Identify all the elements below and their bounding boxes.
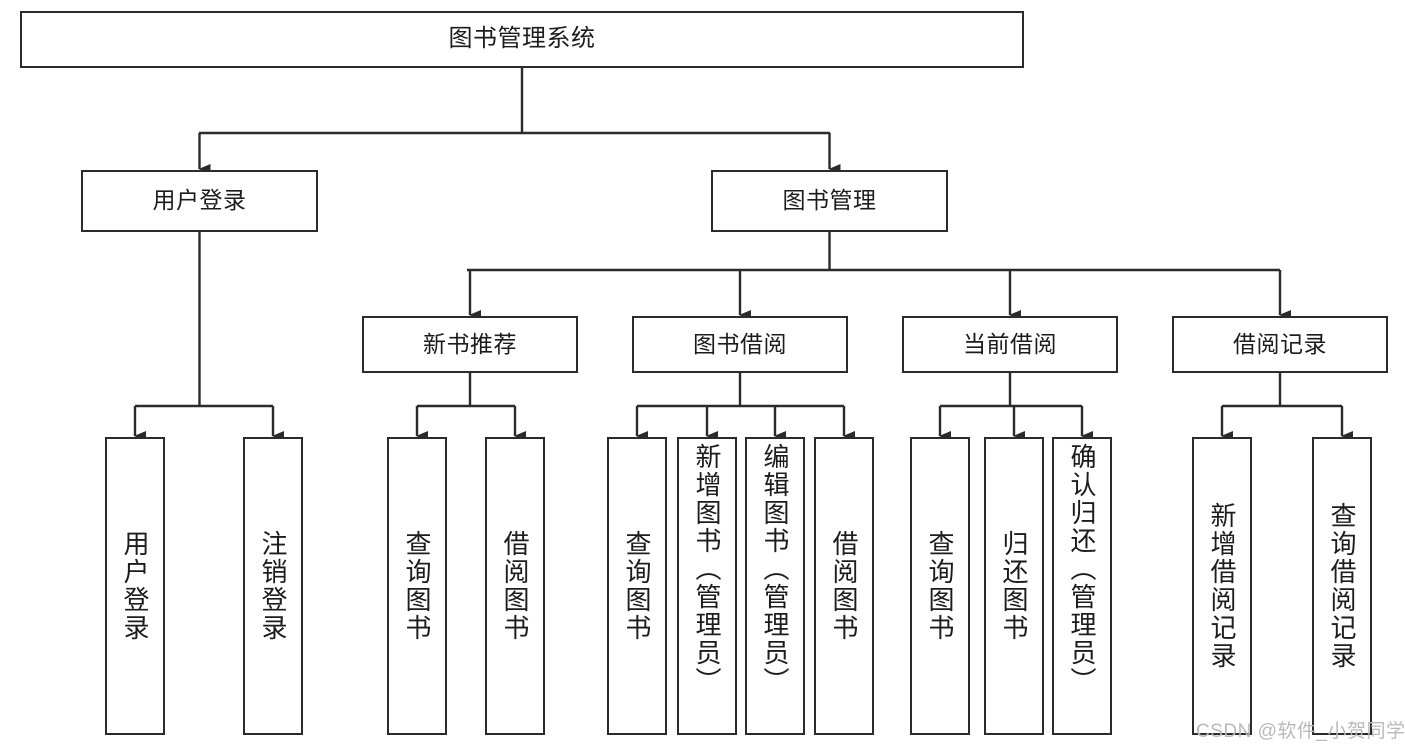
leaf-borrow-book-recommend[interactable]: 借阅图书 [485,437,545,735]
leaf-query-book-borrow[interactable]: 查询图书 [607,437,667,735]
leaf-add-borrow-record-label: 新增借阅记录 [1207,502,1237,670]
leaf-query-book-recommend[interactable]: 查询图书 [387,437,447,735]
node-borrow-record[interactable]: 借阅记录 [1172,316,1388,373]
leaf-logout-login-label: 注销登录 [258,530,288,642]
node-root-system-label: 图书管理系统 [448,25,596,53]
leaf-return-book[interactable]: 归还图书 [984,437,1044,735]
leaf-query-book-borrow-label: 查询图书 [622,530,652,642]
node-borrow-record-label: 借阅记录 [1233,330,1327,357]
leaf-borrow-book-borrow-label: 借阅图书 [829,530,859,642]
node-root-system[interactable]: 图书管理系统 [20,11,1024,68]
leaf-confirm-return-admin[interactable]: 确认归还（管理员） [1052,437,1112,735]
leaf-return-book-label: 归还图书 [999,530,1029,642]
node-current-borrow-label: 当前借阅 [963,330,1057,357]
leaf-edit-book-admin[interactable]: 编辑图书（管理员） [745,437,805,735]
leaf-add-book-admin[interactable]: 新增图书（管理员） [677,437,737,735]
csdn-watermark: CSDN @软件_小贺同学 [1196,721,1405,742]
leaf-query-book-current-label: 查询图书 [925,530,955,642]
leaf-borrow-book-recommend-label: 借阅图书 [500,530,530,642]
leaf-query-borrow-record-label: 查询借阅记录 [1327,502,1357,670]
leaf-add-borrow-record[interactable]: 新增借阅记录 [1192,437,1252,735]
leaf-query-book-current[interactable]: 查询图书 [910,437,970,735]
leaf-query-book-recommend-label: 查询图书 [402,530,432,642]
node-current-borrow[interactable]: 当前借阅 [902,316,1118,373]
tree-edges [133,68,1353,441]
node-new-book-recommend-label: 新书推荐 [423,330,517,357]
leaf-user-login[interactable]: 用户登录 [105,437,165,735]
leaf-confirm-return-admin-label: 确认归还（管理员） [1067,443,1097,695]
node-book-manage-label: 图书管理 [782,187,877,214]
leaf-edit-book-admin-label: 编辑图书（管理员） [760,443,790,695]
leaf-add-book-admin-label: 新增图书（管理员） [692,443,722,695]
node-user-login-label: 用户登录 [152,187,247,214]
node-book-manage[interactable]: 图书管理 [711,170,948,232]
leaf-query-borrow-record[interactable]: 查询借阅记录 [1312,437,1372,735]
node-book-borrow[interactable]: 图书借阅 [632,316,848,373]
node-user-login[interactable]: 用户登录 [81,170,318,232]
leaf-borrow-book-borrow[interactable]: 借阅图书 [814,437,874,735]
leaf-user-login-label: 用户登录 [120,530,150,642]
node-new-book-recommend[interactable]: 新书推荐 [362,316,578,373]
node-book-borrow-label: 图书借阅 [693,330,787,357]
leaf-logout-login[interactable]: 注销登录 [243,437,303,735]
